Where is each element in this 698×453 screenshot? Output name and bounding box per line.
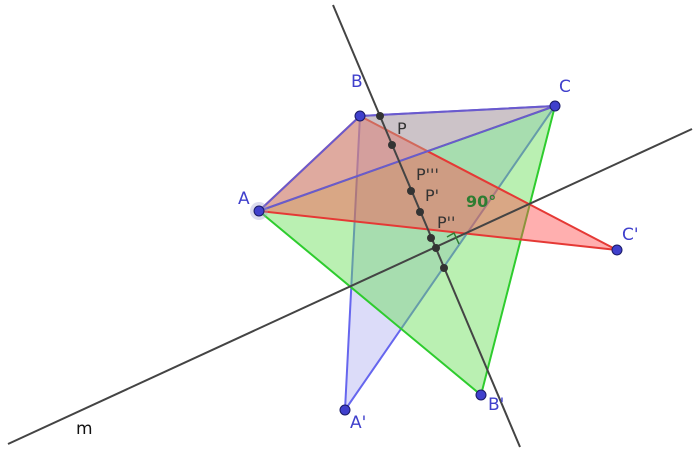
point-A-prime[interactable] <box>339 404 351 416</box>
point-C[interactable] <box>549 100 561 112</box>
triangle-brown-abc <box>258 105 556 212</box>
line-m <box>7 128 693 445</box>
point-intersection-top <box>376 112 384 120</box>
label-P-double-prime: P'' <box>437 213 455 232</box>
point-intersection-bottom <box>440 264 448 272</box>
label-A-prime: A' <box>350 413 366 433</box>
label-P-triple-prime: P''' <box>416 165 439 184</box>
point-B[interactable] <box>354 110 366 122</box>
point-A[interactable] <box>253 205 265 217</box>
label-A: A <box>238 189 250 209</box>
label-B: B <box>351 72 363 92</box>
right-angle-marker <box>446 231 460 245</box>
label-B-prime: B' <box>488 395 504 415</box>
angle-label: 90° <box>466 192 496 211</box>
label-line-m: m <box>76 419 93 439</box>
point-P-double-prime <box>427 234 435 242</box>
perpendicular-line <box>332 4 521 448</box>
label-C-prime: C' <box>622 225 639 245</box>
point-P-triple-prime <box>407 187 415 195</box>
label-C: C <box>559 77 571 97</box>
point-foot <box>432 244 440 252</box>
point-B-prime[interactable] <box>475 389 487 401</box>
point-P <box>388 141 396 149</box>
point-P-prime <box>416 208 424 216</box>
point-C-prime[interactable] <box>611 244 623 256</box>
label-P: P <box>397 119 407 138</box>
label-P-prime: P' <box>425 186 439 205</box>
